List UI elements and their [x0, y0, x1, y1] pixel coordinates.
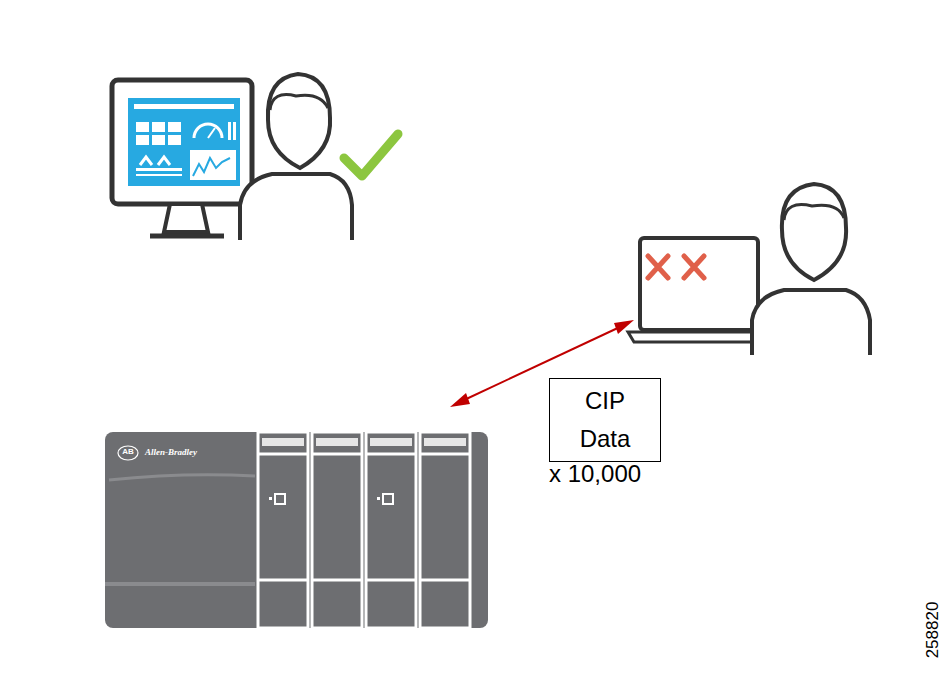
plc-outline: [105, 432, 488, 628]
check-mark: [344, 134, 398, 176]
attacker-laptop: [628, 238, 770, 342]
multiplier-label: x 10,000: [549, 460, 641, 488]
operator-icon: [240, 74, 352, 240]
packet-box: CIP Data: [549, 378, 661, 462]
attacker-icon: [752, 184, 870, 355]
figure-number: 258820: [923, 602, 943, 659]
plc-chassis: AB Allen-Bradley: [105, 432, 488, 628]
packet-label: CIP Data: [575, 382, 635, 458]
brand-logo: AB: [119, 447, 137, 456]
brand-name: Allen-Bradley: [145, 447, 197, 457]
hmi-monitor: [112, 80, 252, 236]
